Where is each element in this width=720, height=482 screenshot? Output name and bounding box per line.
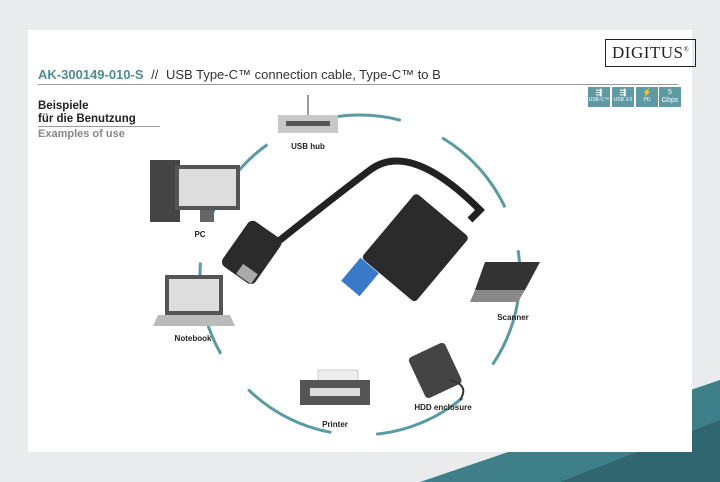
usb-b-connector-icon bbox=[341, 194, 468, 302]
pc-icon bbox=[150, 160, 240, 222]
usb-c-connector-icon bbox=[221, 220, 282, 285]
section-divider bbox=[38, 126, 160, 127]
separator: // bbox=[151, 67, 159, 82]
printer-icon bbox=[300, 369, 370, 405]
usb-hub-icon bbox=[278, 95, 338, 133]
label-printer: Printer bbox=[322, 420, 348, 429]
divider bbox=[38, 84, 678, 85]
hdd-icon bbox=[408, 342, 465, 401]
label-scanner: Scanner bbox=[497, 313, 529, 322]
label-notebook: Notebook bbox=[174, 334, 212, 343]
digitus-logo: DIGITUS® bbox=[605, 39, 697, 67]
section-title-en: Examples of use bbox=[38, 128, 125, 140]
label-pc: PC bbox=[194, 230, 206, 239]
pd-badge: ⚡PD bbox=[636, 87, 658, 107]
scanner-icon bbox=[470, 262, 540, 302]
label-hdd-enclosure: HDD enclosure bbox=[414, 403, 472, 412]
notebook-icon bbox=[153, 275, 235, 326]
usb3-badge: ⇶USB 3.0 bbox=[612, 87, 634, 107]
product-code: AK-300149-010-S bbox=[38, 67, 144, 82]
cable bbox=[252, 157, 485, 263]
usb-c-badge: ⇶USB-C™ bbox=[588, 87, 610, 107]
label-usb-hub: USB hub bbox=[291, 142, 325, 151]
page-title: AK-300149-010-S // USB Type-C™ connectio… bbox=[38, 67, 441, 82]
speed-badge: 5 Gbps bbox=[659, 87, 681, 107]
product-description: USB Type-C™ connection cable, Type-C™ to… bbox=[166, 67, 441, 82]
